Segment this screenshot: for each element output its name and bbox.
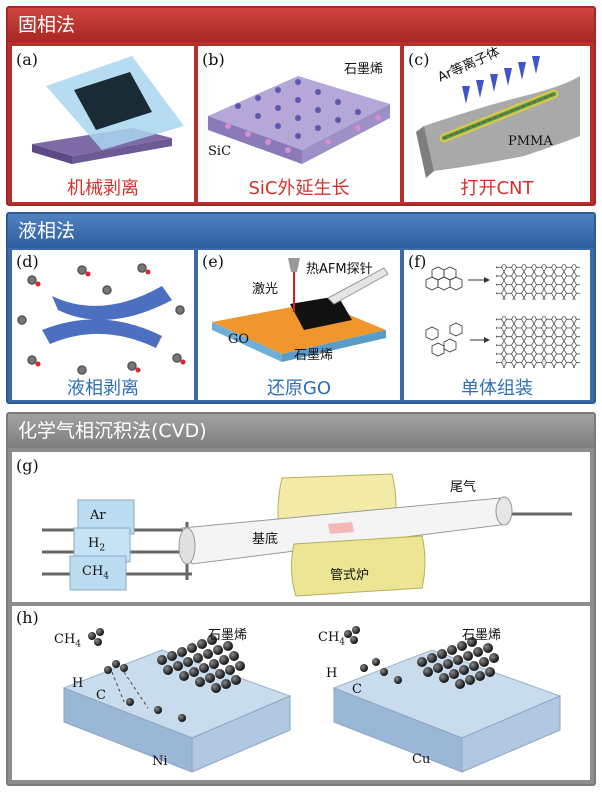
- label-c: (c): [408, 50, 430, 69]
- label-e: (e): [202, 252, 224, 271]
- cvd-growth-illustration: [62, 626, 562, 773]
- h2-text: H: [88, 536, 100, 551]
- sic-label-b: SiC: [208, 144, 232, 159]
- tube-furnace-illustration: [42, 473, 572, 597]
- graphene-label-b: 石墨烯: [344, 62, 384, 77]
- ch4-right-subscript: 4: [339, 637, 346, 648]
- graphene-right-label: 石墨烯: [462, 628, 502, 643]
- afm-probe-label: 热AFM探针: [306, 262, 373, 277]
- solid-phase-section: 固相法 (a) 机械剥离: [6, 6, 596, 206]
- sic-epitaxy-illustration: [208, 76, 390, 164]
- ch4-right-label: CH4: [318, 630, 345, 648]
- c-left-label: C: [96, 688, 106, 703]
- ch4-left-text: CH: [54, 632, 76, 647]
- caption-f: 单体组装: [461, 378, 533, 399]
- ch4-subscript: 4: [103, 571, 110, 582]
- label-f: (f): [408, 252, 427, 271]
- c-right-label: C: [352, 682, 362, 697]
- caption-d: 液相剥离: [67, 378, 139, 399]
- panel-f: (f) 单体组装: [404, 250, 590, 400]
- panel-b: (b) 石墨烯 SiC SiC外延生长: [198, 46, 400, 202]
- go-label: GO: [228, 332, 250, 347]
- caption-b: SiC外延生长: [248, 178, 350, 199]
- panel-e: (e) 激光 热AFM探针 GO 石墨烯 还原GO: [198, 250, 400, 400]
- substrate-label: 基底: [252, 532, 279, 547]
- ch4-left-subscript: 4: [75, 639, 82, 650]
- furnace-label: 管式炉: [330, 568, 370, 583]
- graphene-label-e: 石墨烯: [294, 348, 334, 363]
- liquid-phase-title: 液相法: [8, 214, 594, 248]
- h-left-label: H: [72, 676, 84, 691]
- h2-label: H2: [88, 536, 105, 554]
- liquid-exfoliation-illustration: [17, 263, 186, 375]
- cu-label: Cu: [412, 752, 431, 767]
- ni-label: Ni: [152, 754, 168, 769]
- label-d: (d): [16, 252, 39, 271]
- liquid-phase-section: 液相法 (d) 液相剥离: [6, 212, 596, 404]
- label-a: (a): [16, 50, 39, 69]
- caption-c: 打开CNT: [460, 178, 534, 199]
- h-right-label: H: [326, 666, 338, 681]
- h2-subscript: 2: [99, 543, 106, 554]
- cvd-title: 化学气相沉积法(CVD): [8, 414, 594, 448]
- panel-g: (g) Ar H2 CH4 尾气 基底 管式炉: [12, 452, 590, 602]
- exhaust-label: 尾气: [450, 480, 477, 495]
- panel-h: (h) CH4 H C 石墨烯 Ni CH4 H C 石墨烯 Cu: [12, 606, 590, 780]
- label-b: (b): [202, 50, 225, 69]
- ar-label: Ar: [90, 508, 106, 523]
- caption-a: 机械剥离: [67, 178, 139, 199]
- mechanical-exfoliation-illustration: [32, 56, 184, 164]
- panel-d: (d) 液相剥离: [12, 250, 194, 400]
- label-g: (g): [16, 456, 39, 475]
- label-h: (h): [16, 608, 39, 627]
- laser-label: 激光: [252, 282, 279, 297]
- reduce-go-illustration: [212, 258, 389, 362]
- solid-phase-title: 固相法: [8, 8, 594, 42]
- caption-e: 还原GO: [266, 378, 332, 399]
- panel-c: (c) Ar等离子体 PMMA 打开CNT: [404, 45, 590, 202]
- ch4-text: CH: [82, 564, 104, 579]
- graphene-left-label: 石墨烯: [208, 628, 248, 643]
- ch4-label: CH4: [82, 564, 109, 582]
- pmma-label: PMMA: [508, 134, 553, 149]
- ch4-right-text: CH: [318, 630, 340, 645]
- open-cnt-illustration: [416, 56, 580, 178]
- panel-a: (a) 机械剥离: [12, 46, 194, 202]
- monomer-assembly-illustration: [425, 264, 580, 368]
- cvd-section: 化学气相沉积法(CVD) (g) Ar H2 CH: [6, 412, 596, 786]
- ch4-left-label: CH4: [54, 632, 81, 650]
- ar-text: Ar: [90, 508, 106, 523]
